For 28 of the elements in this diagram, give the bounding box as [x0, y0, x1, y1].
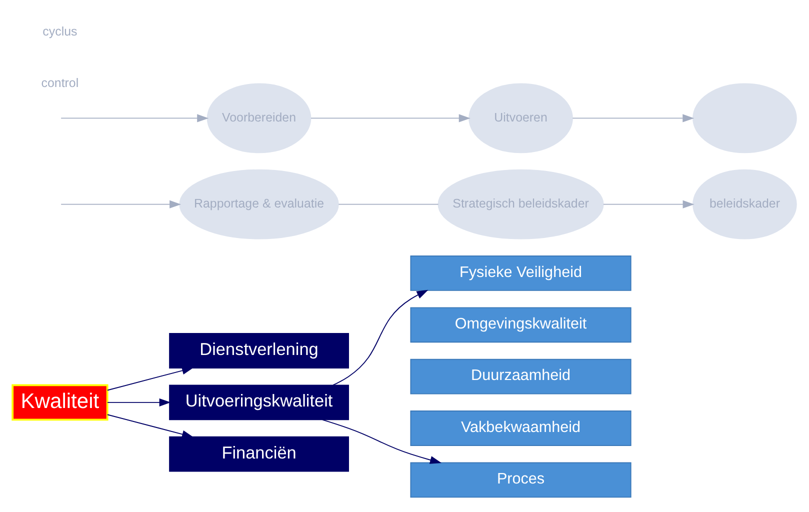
- arrow: [572, 114, 694, 122]
- arrow: [106, 366, 194, 391]
- node-ellipse: Rapportage & evaluatie: [179, 169, 339, 240]
- node-box: Vakbekwaamheid: [410, 410, 632, 446]
- connector: [338, 204, 439, 205]
- node-ellipse: [692, 83, 797, 154]
- label: control: [41, 76, 79, 90]
- node-box: Financiën: [169, 436, 349, 472]
- node-ellipse: Uitvoeren: [468, 83, 573, 154]
- arrow: [60, 200, 182, 208]
- node-box: Omgevingskwaliteit: [410, 307, 632, 343]
- arrow: [60, 114, 209, 122]
- arrow: [322, 419, 442, 464]
- arrow: [332, 290, 428, 386]
- node-box: Dienstverlening: [169, 333, 349, 368]
- node-ellipse: beleidskader: [692, 169, 797, 240]
- arrow: [106, 414, 194, 438]
- arrow: [106, 398, 171, 406]
- node-box: Kwaliteit: [12, 384, 108, 421]
- node-box: Fysieke Veiligheid: [410, 256, 632, 291]
- node-ellipse: Strategisch beleidskader: [438, 169, 604, 240]
- node-box: Uitvoeringskwaliteit: [169, 384, 349, 420]
- node-ellipse: Voorbereiden: [206, 83, 312, 154]
- node-box: Proces: [410, 462, 632, 498]
- label: cyclus: [42, 24, 78, 38]
- node-box: Duurzaamheid: [410, 358, 632, 394]
- arrow: [602, 200, 694, 208]
- arrow: [310, 114, 470, 122]
